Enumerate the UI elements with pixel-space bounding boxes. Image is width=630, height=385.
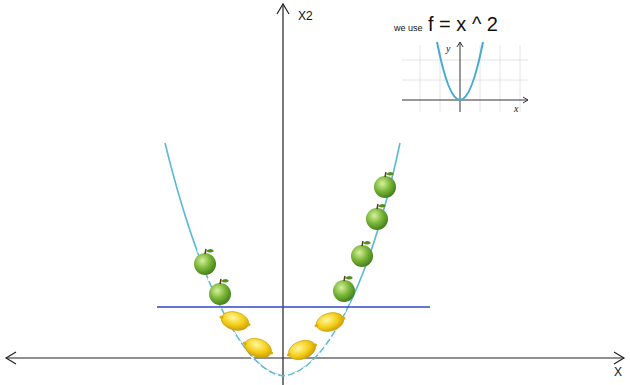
apples <box>194 172 396 305</box>
parabola-curve <box>165 143 400 376</box>
parabola-dashed-part <box>198 180 388 376</box>
inset-plot <box>402 42 528 112</box>
axis-label: X <box>614 366 622 378</box>
function-label: f = x ^ 2 <box>428 14 498 34</box>
main-axes <box>6 4 624 385</box>
lemons <box>217 308 348 364</box>
inset-axis-label: x <box>514 104 518 114</box>
axis-label: X2 <box>298 10 313 22</box>
inset-axis-label: y <box>446 44 450 54</box>
separating-line <box>157 306 430 308</box>
inset-note: we use <box>394 24 423 33</box>
